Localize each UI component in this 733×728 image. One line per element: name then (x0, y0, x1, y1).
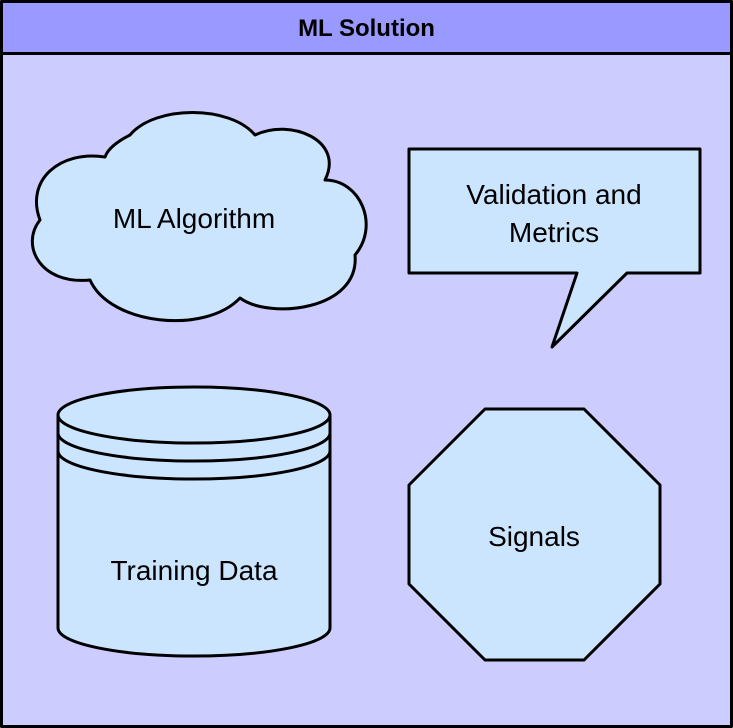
container-title: ML Solution (298, 15, 435, 42)
octagon-shape-icon (407, 407, 662, 662)
training-data-label: Training Data (110, 555, 277, 586)
cylinder-band-1 (56, 414, 332, 445)
signals-octagon[interactable]: Signals (407, 407, 662, 662)
ml-algorithm-cloud[interactable]: ML Algorithm (30, 111, 368, 323)
validation-metrics-callout[interactable]: Validation and Metrics (407, 147, 702, 349)
validation-metrics-label-line2: Metrics (509, 217, 599, 248)
cylinder-band-3 (56, 450, 332, 481)
ml-algorithm-label: ML Algorithm (113, 203, 275, 234)
cylinder-band-2 (56, 432, 332, 463)
signals-label: Signals (488, 521, 580, 552)
training-data-cylinder[interactable]: Training Data (56, 385, 332, 658)
database-cylinder-shape-icon (56, 385, 332, 658)
container-header (0, 0, 733, 55)
validation-metrics-label-line1: Validation and (466, 179, 641, 210)
speech-bubble-shape-icon (407, 147, 702, 349)
cloud-shape-icon (30, 111, 368, 323)
